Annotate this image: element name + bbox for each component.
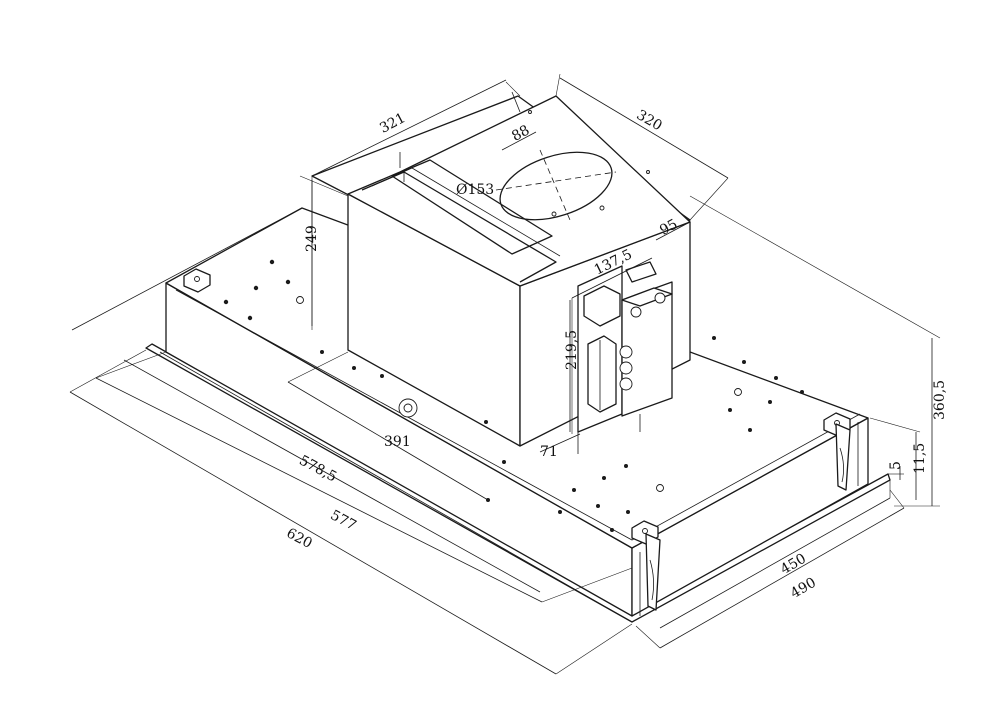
dim-95: 95	[657, 216, 680, 238]
dim-450: 450	[778, 551, 809, 578]
dim-71: 71	[540, 444, 558, 460]
dim-577: 577	[328, 507, 359, 534]
dim-249: 249	[304, 225, 320, 252]
screw-holes	[223, 259, 804, 532]
dim-5: 5	[888, 461, 904, 470]
outlet-circle	[499, 151, 613, 221]
dim-88: 88	[509, 122, 532, 144]
dim-219-5: 219,5	[564, 330, 580, 370]
dim-11-5: 11,5	[912, 443, 928, 474]
control-box	[577, 261, 673, 454]
dimension-lines	[69, 73, 941, 675]
dim-490: 490	[788, 575, 819, 602]
dim-diameter-153: Ø153	[456, 182, 494, 198]
dim-321: 321	[377, 110, 408, 137]
dim-578-5: 578,5	[296, 452, 339, 485]
dim-620: 620	[284, 525, 315, 552]
dim-360-5: 360,5	[932, 380, 948, 420]
dim-320: 320	[634, 107, 665, 134]
dim-391: 391	[384, 434, 411, 450]
